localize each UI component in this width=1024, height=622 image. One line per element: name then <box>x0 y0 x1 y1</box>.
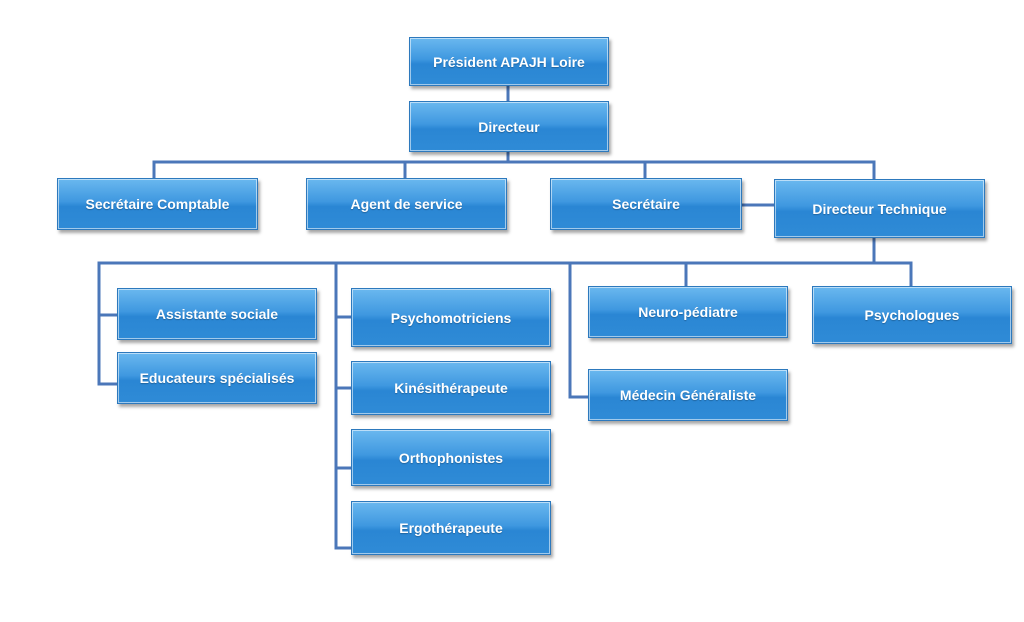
node-label: Directeur Technique <box>812 200 947 217</box>
node-secretaire-comptable: Secrétaire Comptable <box>57 178 258 230</box>
node-secretaire: Secrétaire <box>550 178 742 230</box>
node-label: Orthophonistes <box>398 449 504 466</box>
node-label: Psychologues <box>864 307 960 323</box>
node-label: Kinésithérapeute <box>394 380 508 396</box>
node-label: Secrétaire Comptable <box>85 196 230 212</box>
node-label: Ergothérapeute <box>399 520 503 536</box>
node-directeur-technique: Directeur Technique <box>774 179 985 238</box>
node-psychologues: Psychologues <box>812 286 1012 344</box>
node-orthophonistes: Orthophonistes <box>351 429 551 486</box>
node-ergotherapeute: Ergothérapeute <box>351 501 551 555</box>
node-label: Secrétaire <box>612 196 680 212</box>
node-label: Directeur <box>478 118 540 135</box>
node-label: Agent de service <box>350 196 463 212</box>
node-label: Psychomotriciens <box>390 309 512 326</box>
node-label: Médecin Généraliste <box>619 387 757 403</box>
node-label: Neuro-pédiatre <box>638 304 738 320</box>
node-kinesitherapeute: Kinésithérapeute <box>351 361 551 415</box>
node-label: Educateurs spécialisés <box>139 370 295 386</box>
node-label: Président APAJH Loire <box>433 53 585 70</box>
node-assistante-sociale: Assistante sociale <box>117 288 317 340</box>
node-psychomotriciens: Psychomotriciens <box>351 288 551 347</box>
node-medecin-generaliste: Médecin Généraliste <box>588 369 788 421</box>
node-president: Président APAJH Loire <box>409 37 609 86</box>
node-directeur: Directeur <box>409 101 609 152</box>
node-label: Assistante sociale <box>155 306 279 322</box>
node-educateurs-specialises: Educateurs spécialisés <box>117 352 317 404</box>
node-neuro-pediatre: Neuro-pédiatre <box>588 286 788 338</box>
node-agent-de-service: Agent de service <box>306 178 507 230</box>
